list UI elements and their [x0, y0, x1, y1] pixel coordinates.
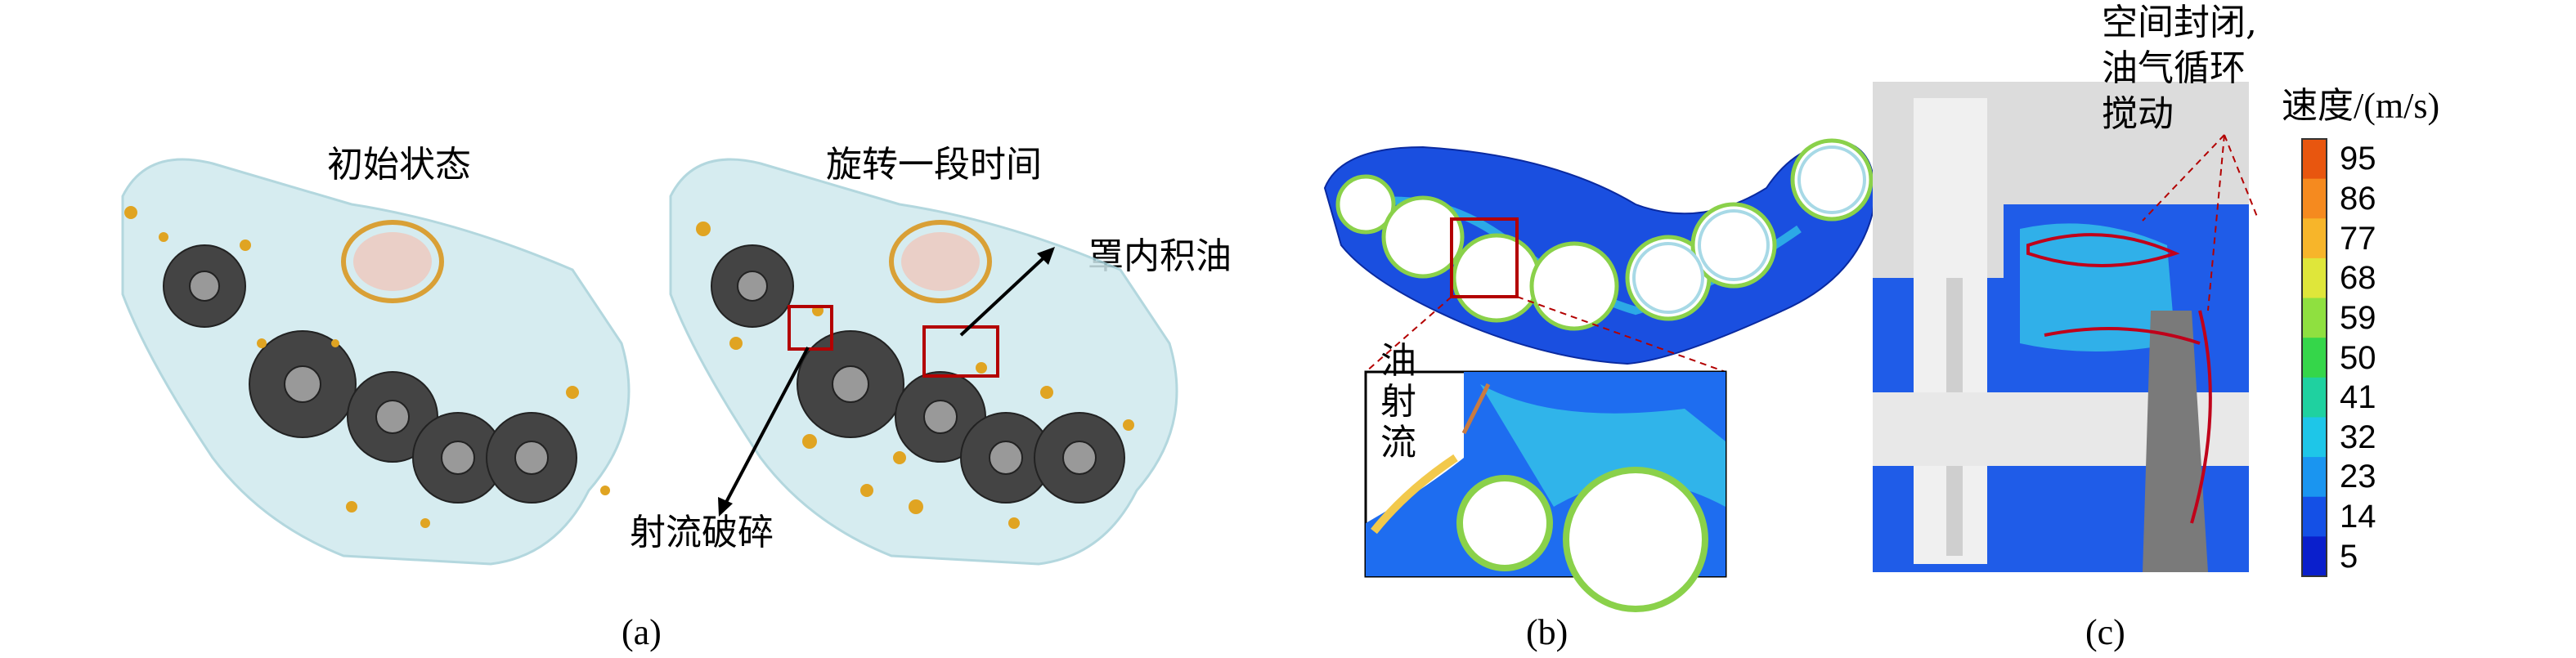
colorbar-tick-label: 95 [2340, 141, 2376, 177]
caption-b: (b) [1526, 612, 1568, 652]
inset-label-line-1: 油 [1380, 340, 1416, 382]
colorbar-segment [2302, 178, 2327, 219]
colorbar-segment [2302, 417, 2327, 458]
colorbar-segment [2302, 536, 2327, 577]
label-initial-state: 初始状态 [327, 144, 471, 186]
colorbar-segment [2302, 377, 2327, 418]
colorbar-segment [2302, 139, 2327, 180]
colorbar-segment [2302, 257, 2327, 299]
colorbar-tick-label: 68 [2340, 260, 2376, 297]
colorbar-tick-label: 59 [2340, 299, 2376, 336]
jet-region-box [1450, 217, 1519, 298]
colorbar-frame [2301, 138, 2327, 577]
colorbar-segment [2302, 457, 2327, 498]
annotation-line-2: 油气循环 [2102, 47, 2246, 89]
inset-frame [1364, 370, 1727, 578]
caption-a: (a) [622, 612, 662, 652]
colorbar-segment [2302, 496, 2327, 537]
colorbar-tick-label: 32 [2340, 419, 2376, 455]
colorbar-tick-label: 86 [2340, 180, 2376, 217]
inset-label-line-2: 射 [1380, 381, 1416, 423]
colorbar-tick-label: 41 [2340, 379, 2376, 416]
annotation-jet-breakup: 射流破碎 [630, 512, 774, 553]
colorbar-tick-label: 23 [2340, 459, 2376, 495]
gearbox-initial [121, 158, 631, 566]
label-rotated: 旋转一段时间 [826, 144, 1042, 186]
jet-breakup-box [788, 305, 833, 351]
annotation-line-1: 空间封闭, [2102, 2, 2257, 43]
gearbox-rotated [669, 158, 1178, 566]
oil-in-cover-box [922, 325, 999, 378]
colorbar-tick-label: 50 [2340, 339, 2376, 376]
colorbar-tick-label: 77 [2340, 220, 2376, 257]
annotation-line-3: 搅动 [2102, 93, 2174, 135]
colorbar-segment [2302, 218, 2327, 259]
colorbar-tick-label: 14 [2340, 499, 2376, 535]
annotation-oil-in-cover: 罩内积油 [1088, 235, 1232, 277]
colorbar-tick-label: 5 [2340, 538, 2358, 575]
caption-c: (c) [2085, 612, 2125, 652]
inset-label-line-3: 流 [1380, 422, 1416, 463]
colorbar-segment [2302, 298, 2327, 338]
colorbar-title: 速度/(m/s) [2282, 86, 2440, 126]
colorbar-segment [2302, 338, 2327, 378]
